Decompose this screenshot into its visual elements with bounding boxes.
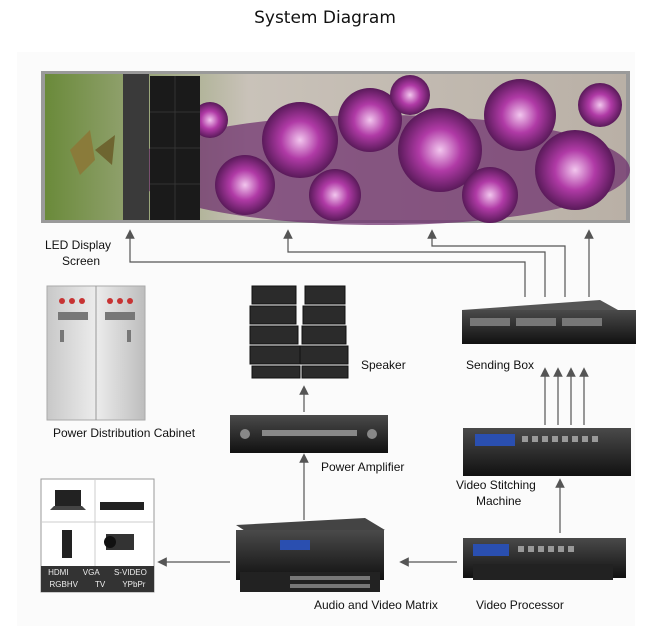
power-distribution-cabinet-image (46, 285, 146, 421)
audio-video-matrix-label: Audio and Video Matrix (314, 598, 438, 612)
audio-video-matrix-image (236, 518, 385, 592)
video-processor-image (463, 538, 626, 580)
led-display-label-line2: Screen (62, 254, 101, 268)
video-stitching-label-line1: Video Stitching (456, 478, 536, 492)
sources-panel (40, 478, 155, 593)
source-ypbpr: YPbPr (122, 580, 146, 589)
speaker-image (249, 285, 349, 379)
source-svideo: S-VIDEO (113, 568, 147, 577)
source-rgbhv: RGBHV (49, 580, 78, 589)
sending-box-image (462, 300, 636, 344)
power-amplifier-label: Power Amplifier (321, 460, 405, 474)
connection-arrows (125, 229, 594, 567)
led-display-label-line1: LED Display (45, 238, 112, 252)
video-stitching-label-line2: Machine (476, 494, 522, 508)
sending-box-label: Sending Box (466, 358, 535, 372)
sources-text: HDMI VGA S-VIDEO RGBHV TV YPbPr (41, 567, 154, 591)
speaker-label: Speaker (361, 358, 406, 372)
led-display-screen (41, 71, 630, 225)
source-vga: VGA (82, 568, 100, 577)
power-distribution-cabinet-label: Power Distribution Cabinet (53, 426, 196, 440)
video-processor-label: Video Processor (476, 598, 564, 612)
source-hdmi: HDMI (48, 568, 69, 577)
page-title: System Diagram (254, 8, 396, 28)
video-stitching-machine-image (463, 428, 631, 476)
source-tv: TV (95, 580, 106, 589)
power-amplifier-image (230, 415, 388, 453)
